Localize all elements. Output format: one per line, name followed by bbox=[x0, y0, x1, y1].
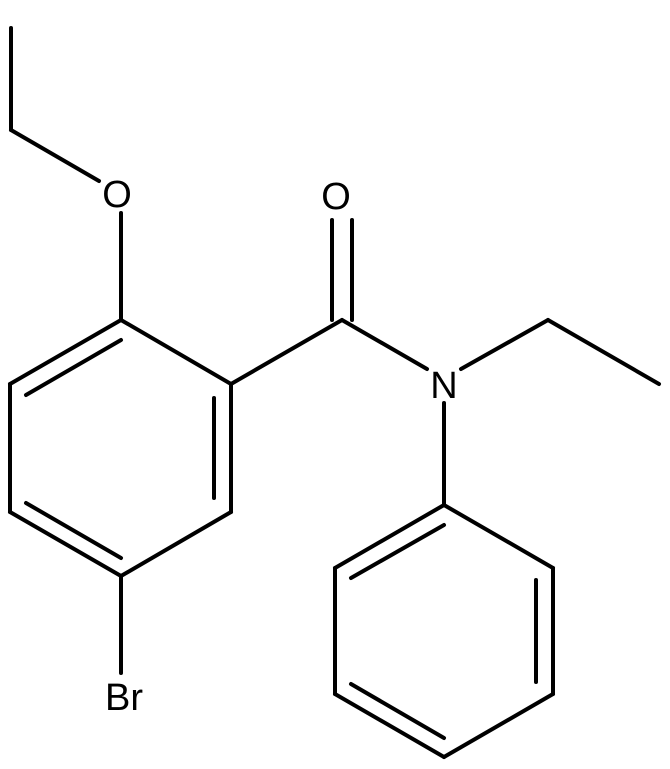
atom-oxygen-carbonyl: O bbox=[321, 176, 351, 218]
bond-ring1-c2-c3-inner bbox=[24, 338, 123, 397]
bond-ring2-c6-c1 bbox=[442, 503, 555, 570]
bond-ring2-c3-c4 bbox=[333, 692, 446, 759]
atom-nitrogen: N bbox=[430, 365, 457, 407]
bond-n-ethyl-ch2 bbox=[459, 318, 550, 371]
bond-ring2-c1-c2 bbox=[333, 503, 446, 570]
bond-ethyl-ch2-o bbox=[9, 128, 101, 183]
atom-bromine: Br bbox=[105, 677, 143, 719]
bond-ring1-c1-c2 bbox=[119, 318, 233, 386]
bond-ring2-c1-c2-inner bbox=[349, 523, 446, 580]
bond-n-ethyl-ch3 bbox=[546, 318, 661, 386]
bond-carbonyl-n bbox=[340, 318, 429, 371]
bond-ring2-c3-c4-inner bbox=[349, 682, 446, 740]
bond-ring1-c4-c5 bbox=[8, 510, 123, 578]
bond-ring1-c5-c6 bbox=[119, 510, 233, 578]
bond-ring-carbonyl bbox=[229, 318, 344, 386]
bond-ring1-c4-c5-inner bbox=[24, 501, 123, 560]
bond-ring1-c2-c3 bbox=[8, 318, 123, 386]
bond-ring2-c4-c5 bbox=[442, 692, 555, 759]
atom-oxygen-ether: O bbox=[102, 174, 132, 216]
